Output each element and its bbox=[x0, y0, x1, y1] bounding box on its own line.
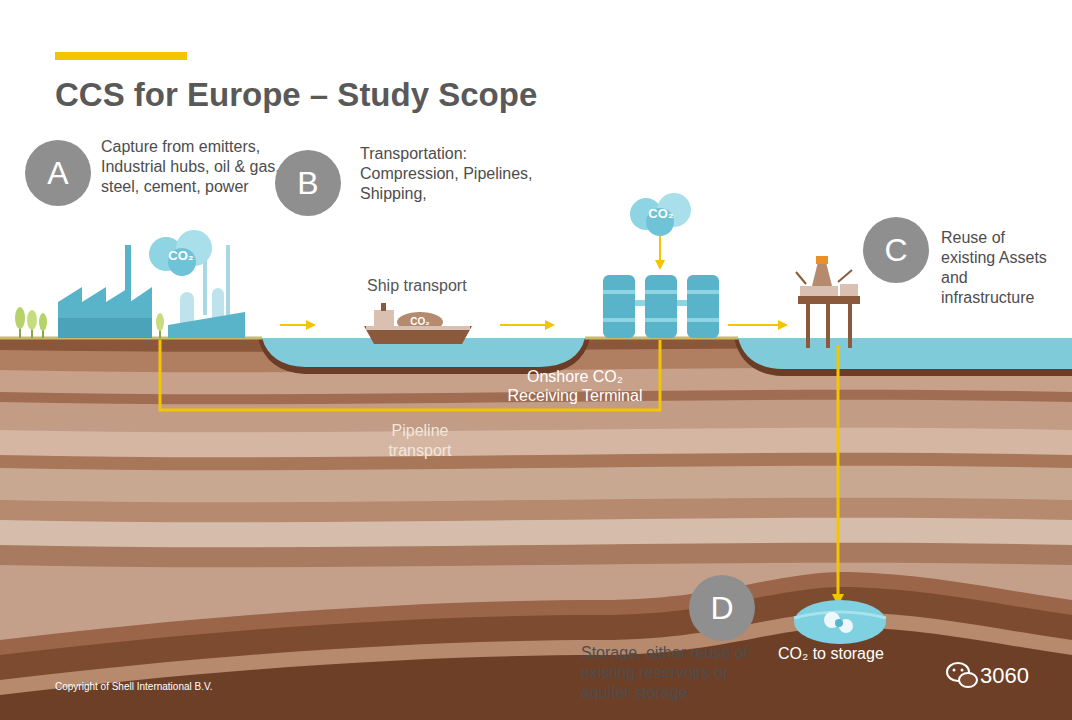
step-letter-circle: C bbox=[863, 217, 929, 283]
diagram-label: Pipeline transport bbox=[372, 421, 468, 461]
step-node: C Reuse of existing Assets and infrastruc… bbox=[863, 217, 1063, 308]
step-letter: B bbox=[297, 167, 318, 199]
diagram-label: CO₂ bbox=[410, 316, 429, 327]
diagram-label: CO₂ to storage bbox=[778, 645, 884, 663]
diagram-label: Ship transport bbox=[367, 277, 467, 295]
diagram-label: CO₂ bbox=[648, 206, 673, 221]
step-node: D Storage, either reuse of existing reser… bbox=[581, 575, 771, 703]
step-node: B Transportation: Compression, Pipelines,… bbox=[275, 144, 535, 216]
step-letter: D bbox=[710, 592, 733, 624]
step-description: Capture from emitters, Industrial hubs, … bbox=[101, 137, 281, 197]
step-letter-circle: B bbox=[275, 150, 341, 216]
step-description: Transportation: Compression, Pipelines, … bbox=[360, 144, 535, 204]
step-letter-circle: D bbox=[689, 575, 755, 641]
diagram-label: CO₂ bbox=[168, 248, 193, 263]
step-letter-circle: A bbox=[25, 140, 91, 206]
diagram-label: Onshore CO₂ Receiving Terminal bbox=[497, 367, 653, 405]
step-description: Storage, either reuse of existing reserv… bbox=[581, 643, 771, 703]
diagram-title: CCS for Europe – Study Scope bbox=[55, 76, 537, 114]
step-node: A Capture from emitters, Industrial hubs,… bbox=[25, 137, 281, 206]
step-letter: A bbox=[47, 157, 68, 189]
step-letter: C bbox=[884, 234, 907, 266]
copyright-note: Copyright of Shell International B.V. bbox=[55, 681, 213, 692]
step-description: Reuse of existing Assets and infrastruct… bbox=[941, 228, 1063, 308]
watermark: 3060 bbox=[980, 663, 1029, 689]
